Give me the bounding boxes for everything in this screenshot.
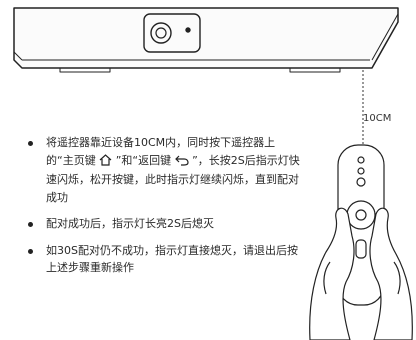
step1-text-c: ”，长按2S后指示灯快速闪烁，松开按键，此时指示灯继续闪烁，直到配对成功 <box>46 153 300 204</box>
distance-label: 10CM <box>363 113 392 124</box>
step3-text: 如30S配对仍不成功，指示灯直接熄灭，请退出后按上述步骤重新操作 <box>46 243 298 275</box>
instruction-list: 将遥控器靠近设备10CM内，同时按下遥控器上的“主页键 ”和“返回键 ”，长按2… <box>20 134 300 277</box>
home-icon <box>99 153 112 172</box>
instruction-step-3: 如30S配对仍不成功，指示灯直接熄灭，请退出后按上述步骤重新操作 <box>20 242 300 277</box>
hands <box>309 207 413 340</box>
back-icon <box>174 154 189 172</box>
instruction-step-2: 配对成功后，指示灯长亮2S后熄灭 <box>20 215 300 233</box>
instruction-step-1: 将遥控器靠近设备10CM内，同时按下遥控器上的“主页键 ”和“返回键 ”，长按2… <box>20 134 300 206</box>
step1-text-a: 将遥控器靠近设备10CM内，同时按下遥控器上的“主页键 <box>46 136 276 167</box>
bullet-dot <box>28 248 33 254</box>
set-top-box <box>13 7 399 73</box>
step1-text-b: ”和“返回键 <box>115 153 172 167</box>
bullet-dot <box>28 222 33 227</box>
bullet-dot <box>28 141 33 146</box>
step2-text: 配对成功后，指示灯长亮2S后熄灭 <box>46 217 214 230</box>
